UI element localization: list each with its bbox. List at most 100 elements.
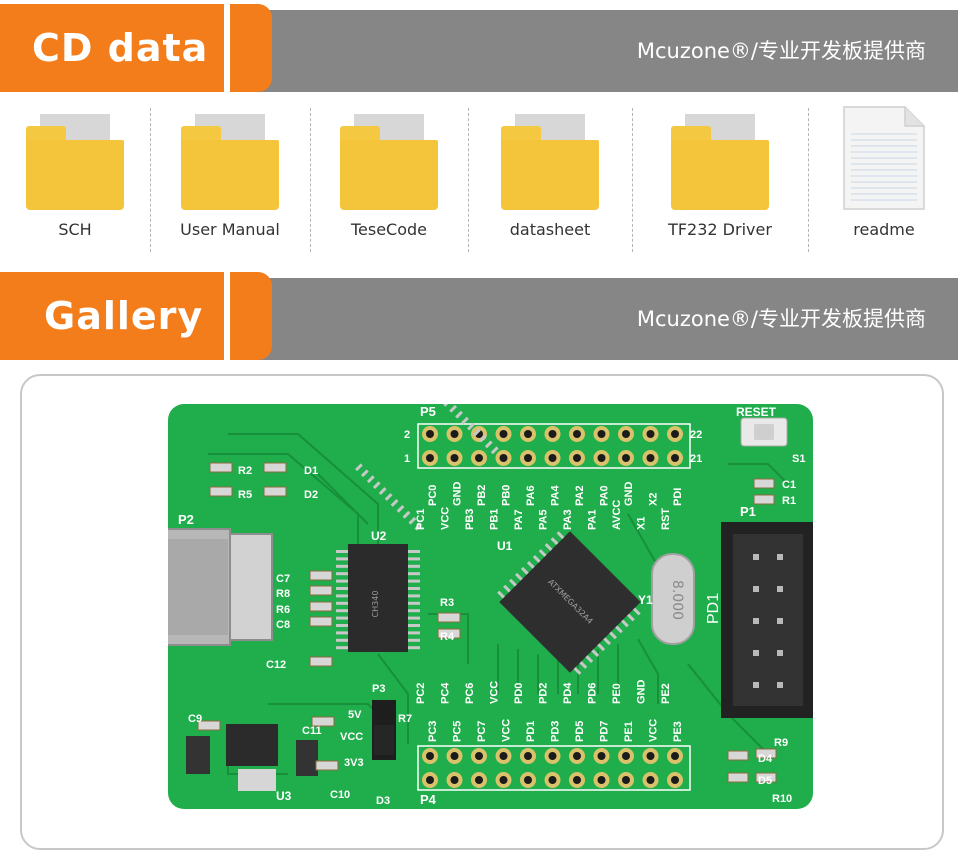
pin-label-bottom: PD1 bbox=[525, 721, 537, 742]
pin-label-bottom: PE2 bbox=[660, 683, 672, 704]
crystal bbox=[651, 553, 695, 645]
pin-label-bottom: PE3 bbox=[672, 721, 684, 742]
folder-icon bbox=[340, 112, 438, 210]
label-s1: S1 bbox=[792, 453, 805, 465]
label-p1: P1 bbox=[740, 504, 756, 519]
file-name: readme bbox=[853, 220, 915, 239]
document-icon bbox=[843, 106, 925, 210]
part-label: C11 bbox=[302, 725, 322, 737]
divider bbox=[808, 108, 809, 252]
pin-label-top: RST bbox=[660, 508, 672, 530]
brand-text: Mcuzone®/专业开发板提供商 bbox=[636, 307, 926, 331]
pin-label-22: 22 bbox=[690, 429, 702, 441]
pin-label-top: PA3 bbox=[562, 509, 574, 530]
divider bbox=[632, 108, 633, 252]
label-p3: P3 bbox=[372, 683, 385, 695]
part-label: R3 bbox=[440, 597, 454, 609]
part-label: D2 bbox=[304, 489, 318, 501]
pin-label-bottom: PD4 bbox=[562, 682, 574, 704]
pin-label-top: PC1 bbox=[415, 509, 427, 530]
pin-label-bottom: PC7 bbox=[476, 721, 488, 742]
pin-label-bottom: PC3 bbox=[427, 721, 439, 742]
pin-label-bottom: PD0 bbox=[513, 683, 525, 704]
pcb bbox=[168, 404, 813, 809]
pin-label-top: PA1 bbox=[587, 509, 599, 530]
file-item-tf232-driver[interactable]: TF232 Driver bbox=[632, 98, 808, 258]
folder-icon bbox=[501, 112, 599, 210]
pin-label-top: GND bbox=[623, 482, 635, 507]
pin-label-bottom: PE0 bbox=[611, 683, 623, 704]
label-reset: RESET bbox=[736, 405, 777, 419]
pin-label-bottom: PD6 bbox=[587, 683, 599, 704]
section-title-gallery: Gallery bbox=[44, 294, 204, 338]
divider bbox=[310, 108, 311, 252]
pin-label-21: 21 bbox=[690, 453, 702, 465]
pin-label-top: PA6 bbox=[525, 485, 537, 506]
label-u3: U3 bbox=[276, 789, 292, 803]
section-title-cd: CD data bbox=[32, 26, 209, 70]
file-item-readme[interactable]: readme bbox=[808, 98, 960, 258]
part-label: R2 bbox=[238, 465, 252, 477]
u2-chip bbox=[348, 544, 408, 652]
u2-chip-text: CH340 bbox=[371, 591, 380, 618]
pin-label-bottom: PD5 bbox=[574, 721, 586, 742]
pin-label-top: AVCC bbox=[611, 500, 623, 530]
part-label: R10 bbox=[772, 793, 792, 805]
pin-label-bottom: PE1 bbox=[623, 721, 635, 742]
file-name: User Manual bbox=[180, 220, 280, 239]
file-name: datasheet bbox=[509, 220, 591, 239]
pin-label-top: PA4 bbox=[550, 485, 562, 506]
pin-label-bottom: PD3 bbox=[550, 721, 562, 742]
pin-label-top: PA2 bbox=[574, 485, 586, 506]
label-p2: P2 bbox=[178, 512, 194, 527]
pin-label-bottom: PD2 bbox=[538, 683, 550, 704]
pin-label-top: PDI bbox=[672, 488, 684, 506]
pin-label-top: X2 bbox=[648, 493, 660, 506]
divider bbox=[150, 108, 151, 252]
folder-icon bbox=[181, 112, 279, 210]
pcb-board-image: CH340 ATXMEGA32A4 8.000 bbox=[117, 387, 817, 809]
folder-icon bbox=[26, 112, 124, 210]
part-label: R4 bbox=[440, 631, 455, 643]
header-tab bbox=[0, 4, 272, 92]
pin-label-1: 1 bbox=[404, 453, 410, 465]
file-item-user-manual[interactable]: User Manual bbox=[150, 98, 310, 258]
file-item-sch[interactable]: SCH bbox=[0, 98, 150, 258]
pin-label-bottom: GND bbox=[636, 680, 648, 705]
part-label: D4 bbox=[758, 753, 773, 765]
part-label: C7 bbox=[276, 573, 290, 585]
pin-label-bottom: VCC bbox=[501, 719, 513, 742]
part-label: R5 bbox=[238, 489, 252, 501]
part-label: C9 bbox=[188, 713, 202, 725]
pin-label-bottom: VCC bbox=[489, 681, 501, 704]
part-label: R6 bbox=[276, 604, 290, 616]
label-u1: U1 bbox=[497, 539, 513, 553]
label-pd1: PD1 bbox=[705, 593, 722, 624]
label-r7: R7 bbox=[398, 713, 412, 725]
part-label: C12 bbox=[266, 659, 286, 671]
file-item-tesecode[interactable]: TeseCode bbox=[310, 98, 468, 258]
label-y1: Y1 bbox=[638, 593, 653, 607]
file-name: TF232 Driver bbox=[668, 220, 772, 239]
pin-label-bottom: PC2 bbox=[415, 683, 427, 704]
brand-text: Mcuzone®/专业开发板提供商 bbox=[636, 39, 926, 63]
pin-label-bottom: VCC bbox=[648, 719, 660, 742]
part-label: D5 bbox=[758, 775, 772, 787]
pin-label-top: PA0 bbox=[599, 485, 611, 506]
part-label: R1 bbox=[782, 495, 796, 507]
label-d3: D3 bbox=[376, 795, 390, 807]
part-label: C1 bbox=[782, 479, 796, 491]
pin-label-bottom: PC5 bbox=[452, 721, 464, 742]
label-p5: P5 bbox=[420, 404, 436, 419]
pin-label-top: X1 bbox=[636, 517, 648, 530]
pin-label-bottom: PD7 bbox=[599, 721, 611, 742]
part-label: R9 bbox=[774, 737, 788, 749]
file-item-datasheet[interactable]: datasheet bbox=[468, 98, 632, 258]
cd-data-header: CD data Mcuzone®/专业开发板提供商 bbox=[0, 4, 960, 92]
file-name: TeseCode bbox=[350, 220, 428, 239]
label-p4: P4 bbox=[420, 792, 437, 807]
gallery-header: Gallery Mcuzone®/专业开发板提供商 bbox=[0, 272, 960, 360]
pin-label-2: 2 bbox=[404, 429, 410, 441]
pin-label-top: GND bbox=[452, 482, 464, 507]
label-u2: U2 bbox=[371, 529, 387, 543]
